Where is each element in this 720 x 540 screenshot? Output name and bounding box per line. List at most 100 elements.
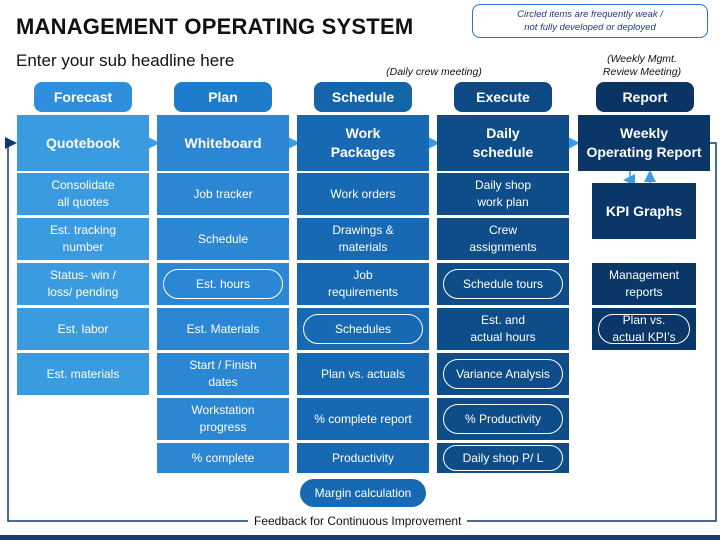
legend-note: Circled items are frequently weak / not … [472, 4, 708, 38]
stage-pill-plan: Plan [174, 82, 272, 112]
weak-item-circle: Daily shop P/ L [443, 445, 563, 471]
process-item-text: Plan vs. actuals [321, 366, 405, 383]
process-item-text: Status- win / loss/ pending [48, 267, 119, 301]
text-line: number [62, 240, 104, 254]
process-item: Plan vs.actual KPI’s [592, 308, 696, 350]
process-item: Plan vs. actuals [297, 353, 429, 395]
process-item-text: Daily shop P/ L [463, 450, 544, 467]
text-line: Daily shop [474, 178, 532, 192]
text-line: Job [353, 268, 373, 282]
text-line: Plan vs. actuals [320, 366, 406, 381]
text-line: work plan [477, 195, 529, 209]
kpi-graphs-box: KPI Graphs [592, 183, 696, 239]
process-item-text: Est. materials [47, 366, 120, 383]
process-item-text: % complete [192, 450, 255, 467]
text-line: loss/ pending [47, 285, 119, 299]
process-item-text: Daily shop work plan [475, 177, 531, 211]
stage-header-box: Quotebook [17, 115, 149, 171]
process-item: % Productivity [437, 398, 569, 440]
text-line: Workstation [191, 403, 255, 417]
process-item: Daily shop P/ L [437, 443, 569, 473]
stage-header-text: Quotebook [46, 134, 120, 153]
text-line: Est. materials [46, 366, 120, 381]
text-line: Schedules [334, 321, 392, 336]
process-item-text: Crew assignments [469, 222, 536, 256]
process-item: Variance Analysis [437, 353, 569, 395]
text-line: Est. Materials [186, 321, 260, 336]
process-item: Schedules [297, 308, 429, 350]
process-item-text: Job tracker [193, 186, 252, 203]
text-line: Work [345, 125, 381, 141]
text-line: actual hours [470, 330, 536, 344]
text-line: Crew [488, 223, 517, 237]
process-item: Job tracker [157, 173, 289, 215]
process-item: Est. labor [17, 308, 149, 350]
text-line: Daily shop P/ L [462, 450, 544, 465]
legend-note-line2: not fully developed or deployed [524, 22, 656, 33]
process-item-text: Schedule [198, 231, 248, 248]
process-item: Drawings &materials [297, 218, 429, 260]
weak-item-circle: Schedule tours [443, 269, 563, 299]
process-item: Est. Materials [157, 308, 289, 350]
weak-item-circle: Schedules [303, 314, 423, 344]
report-annotation: (Weekly Mgmt. Review Meeting) [592, 53, 692, 79]
legend-note-line1: Circled items are frequently weak / [517, 9, 663, 20]
weak-item-circle: Plan vs.actual KPI’s [598, 312, 690, 346]
process-item-text: Est. hours [196, 276, 250, 293]
text-line: Variance Analysis [456, 366, 550, 381]
process-item: Schedule [157, 218, 289, 260]
process-item: % complete report [297, 398, 429, 440]
text-line: all quotes [57, 195, 109, 209]
stage-pill-forecast: Forecast [34, 82, 132, 112]
text-line: Est. tracking [49, 223, 117, 237]
text-line: Est. labor [57, 321, 109, 336]
text-line: Status- win / [49, 268, 117, 282]
text-line: Quotebook [46, 134, 120, 151]
text-line: schedule [472, 144, 534, 160]
process-item-text: Variance Analysis [456, 366, 550, 383]
report-annotation-line1: (Weekly Mgmt. [607, 53, 677, 65]
process-item-text: Est. tracking number [50, 222, 116, 256]
text-line: Est. and [480, 313, 526, 327]
text-line: requirements [327, 285, 399, 299]
process-item-text: Plan vs.actual KPI’s [612, 312, 675, 346]
process-item: Crew assignments [437, 218, 569, 260]
process-item-text: Est. Materials [187, 321, 260, 338]
text-line: Margin calculation [314, 485, 412, 500]
weak-item-circle: Est. hours [163, 269, 283, 299]
process-item-text: Est. and actual hours [470, 312, 535, 346]
text-line: dates [208, 375, 238, 389]
process-item: Est. tracking number [17, 218, 149, 260]
text-line: % Productivity [464, 411, 542, 426]
process-item-text: Est. labor [58, 321, 109, 338]
process-item-text: Productivity [332, 450, 394, 467]
process-item: Daily shop work plan [437, 173, 569, 215]
process-item: Work orders [297, 173, 429, 215]
text-line: % complete report [314, 411, 412, 426]
process-item-text: Job requirements [328, 267, 398, 301]
page-subtitle: Enter your sub headline here [16, 51, 235, 70]
feedback-label: Feedback for Continuous Improvement [248, 514, 468, 528]
text-line: actual KPI’s [612, 330, 676, 344]
text-line: Schedule [197, 231, 249, 246]
process-item: Job requirements [297, 263, 429, 305]
text-line: assignments [469, 240, 537, 254]
process-item-text: Margin calculation [315, 485, 412, 502]
weak-item-circle: Variance Analysis [443, 359, 563, 389]
text-line: Schedule tours [462, 276, 544, 291]
report-annotation-line2: Review Meeting) [602, 66, 682, 78]
page-title: MANAGEMENT OPERATING SYSTEM [16, 14, 414, 39]
process-item: Productivity [297, 443, 429, 473]
weak-item-circle: Margin calculation [299, 478, 427, 508]
text-line: Weekly [620, 125, 668, 141]
